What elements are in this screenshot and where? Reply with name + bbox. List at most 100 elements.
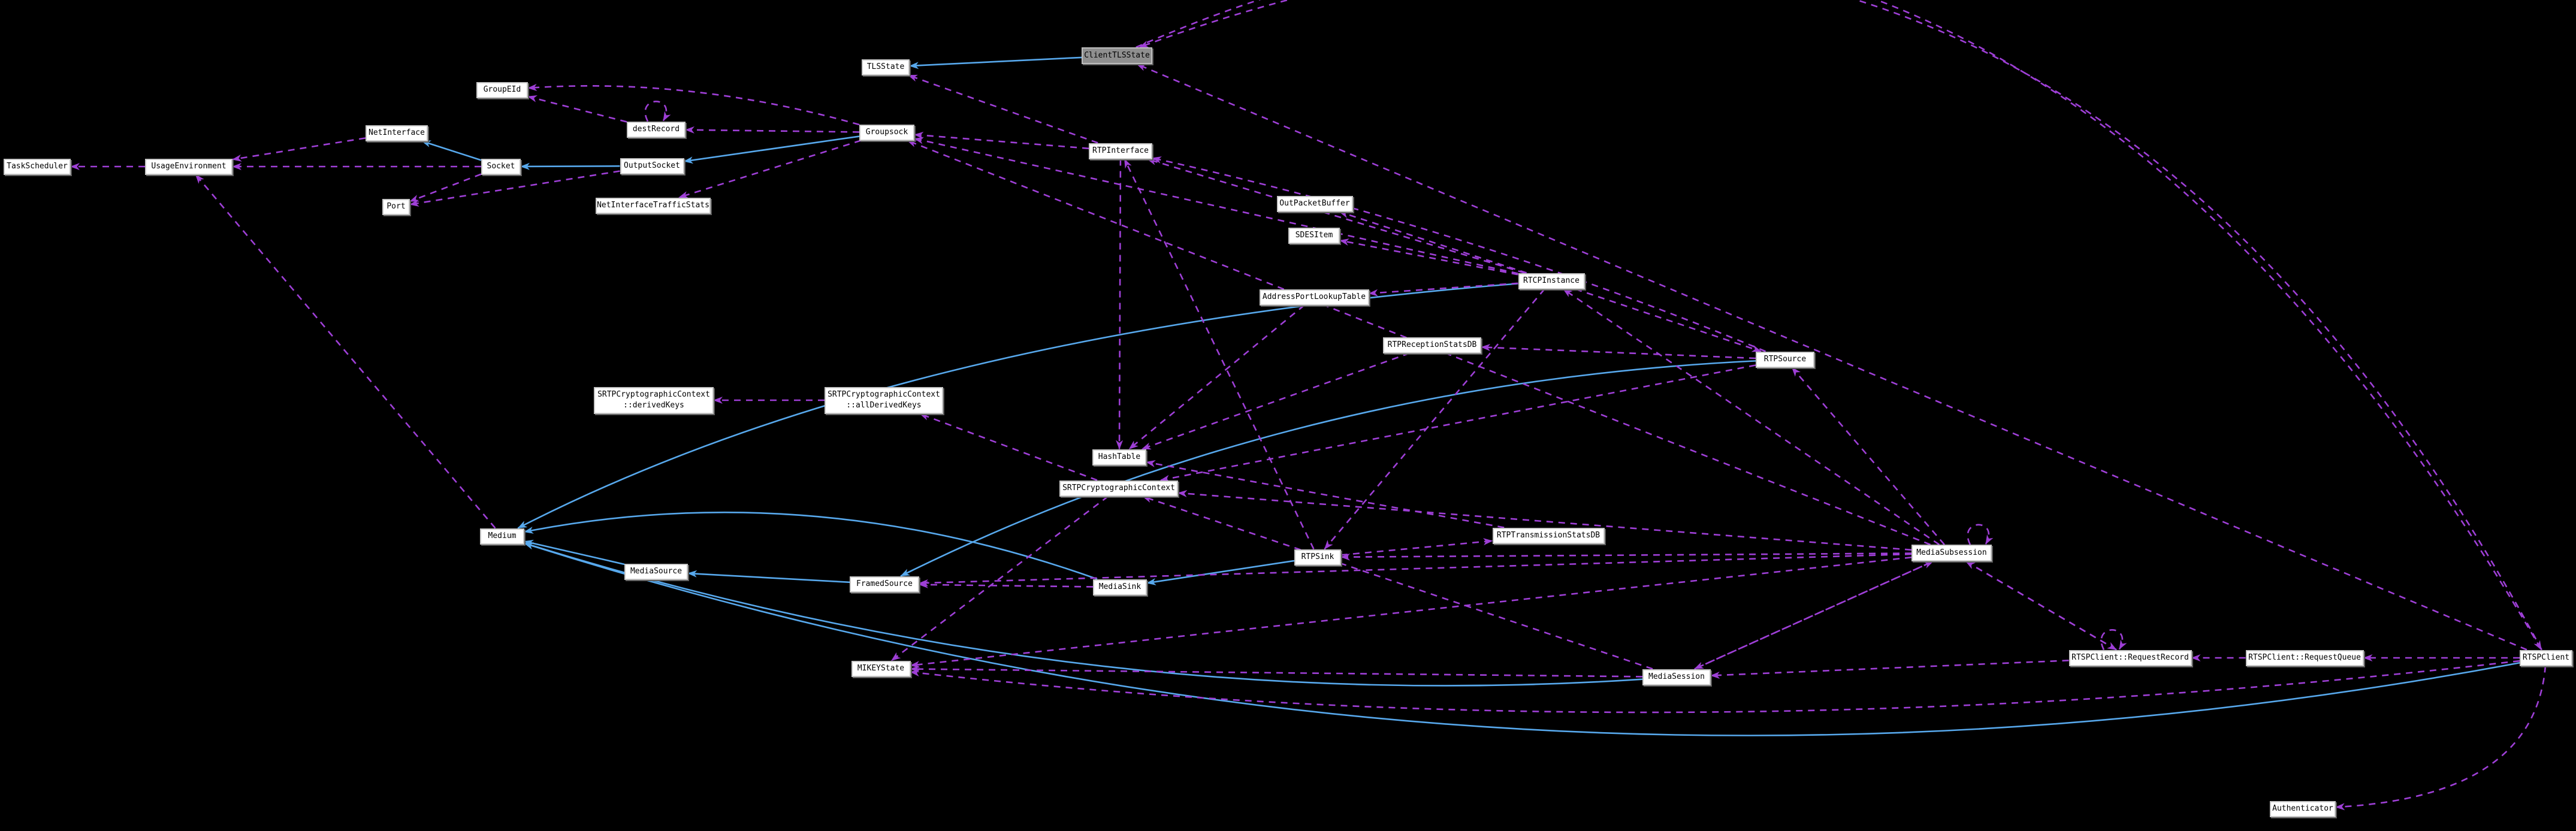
edge-RTCPInstance-to-RTPInterface (1146, 158, 1525, 274)
class-node-FramedSource[interactable]: FramedSource (850, 576, 919, 593)
class-node-MediaSubsession[interactable]: MediaSubsession (1911, 545, 1992, 561)
class-node-GroupEId[interactable]: GroupEId (476, 81, 528, 98)
class-node-label: AddressPortLookupTable (1262, 292, 1366, 301)
class-node-Medium[interactable]: Medium (480, 528, 524, 545)
class-node-RTPTransmissionStatsDB[interactable]: RTPTransmissionStatsDB (1492, 527, 1605, 544)
edge-RTPSink-to-MediaSink (1146, 560, 1295, 585)
edge-destRecord-to-destRecord-self (644, 101, 671, 122)
edge-MediaSubsession-to-MediaSession (1694, 560, 1934, 670)
edge-Groupsock-to-NetInterfaceTrafficStats (678, 140, 862, 198)
class-node-OutPacketBuffer[interactable]: OutPacketBuffer (1276, 195, 1353, 212)
class-node-label: destRecord (632, 125, 680, 134)
edge-RTPSink-to-RTPInterface (1124, 158, 1315, 550)
class-node-ClientTLSState[interactable]: ClientTLSState (1082, 47, 1152, 64)
class-node-label: RTPInterface (1092, 146, 1149, 155)
class-node-label: RTPSink (1301, 552, 1334, 561)
class-node-label: NetInterface (369, 128, 425, 137)
class-node-UsageEnvironment[interactable]: UsageEnvironment (145, 158, 232, 175)
class-node-AddressPortLookupTable[interactable]: AddressPortLookupTable (1259, 289, 1369, 306)
class-node-label: Socket (487, 162, 515, 171)
edge-NetInterface-to-UsageEnvironment (232, 137, 366, 162)
class-node-RTSPClient[interactable]: RTSPClient (2520, 649, 2572, 666)
class-node-label: NetInterfaceTrafficStats (597, 201, 709, 210)
class-node-label: GroupEId (483, 85, 521, 94)
class-node-label: ClientTLSState (1084, 51, 1150, 60)
edge-RequestRecord-to-MediaSession (1710, 660, 2069, 679)
class-node-label: UsageEnvironment (151, 162, 227, 171)
class-node-label: OutPacketBuffer (1279, 199, 1350, 208)
class-node-RTCPInstance[interactable]: RTCPInstance (1518, 273, 1585, 289)
edge-RTPSource-to-RTPReceptionStatsDB (1481, 343, 1756, 359)
class-node-label: ::allDerivedKeys (846, 401, 922, 410)
class-node-SRTPallDerivedKeys[interactable]: SRTPCryptographicContext::allDerivedKeys (825, 386, 943, 414)
class-node-label: RTSPClient::RequestQueue (2248, 653, 2361, 662)
class-node-Groupsock[interactable]: Groupsock (859, 124, 914, 141)
edge-RTSPClient-to-MIKEYState (910, 660, 2520, 714)
edge-MediaSubsession-to-FramedSource (919, 553, 1912, 587)
class-node-MIKEYState[interactable]: MIKEYState (851, 660, 911, 677)
class-node-label: MediaSubsession (1916, 548, 1987, 557)
class-node-NetInterface[interactable]: NetInterface (366, 125, 428, 141)
class-node-RTPSink[interactable]: RTPSink (1294, 549, 1341, 566)
edge-SRTPCryptographicContext-to-SRTPallDerivedKeys (919, 413, 1098, 481)
edge-MediaSubsession-to-Groupsock (907, 140, 1931, 546)
edge-RTSPClient-to-ClientTLSState (1136, 63, 2527, 651)
edge-RTCPInstance-to-Groupsock (914, 137, 1518, 274)
edge-MediaSink-to-FramedSource (919, 581, 1094, 588)
edge-MediaSink-to-Medium (524, 511, 1098, 580)
class-node-HashTable[interactable]: HashTable (1092, 449, 1146, 466)
class-node-label: SRTPCryptographicContext (1062, 484, 1175, 492)
class-node-MediaSession[interactable]: MediaSession (1642, 669, 1711, 685)
edge-OutputSocket-to-Socket (520, 162, 620, 170)
class-node-MediaSource[interactable]: MediaSource (624, 563, 688, 580)
edge-RTPInterface-to-HashTable (1116, 159, 1124, 450)
class-node-MediaSink[interactable]: MediaSink (1093, 579, 1147, 596)
class-node-label: RTPSource (1763, 355, 1807, 364)
class-node-SDESItem[interactable]: SDESItem (1288, 227, 1340, 244)
edge-OutputSocket-to-Port (409, 170, 620, 207)
edge-RTPSource-to-SRTPCryptographicContext (1159, 364, 1756, 482)
class-node-label: ::derivedKeys (623, 401, 684, 410)
class-node-SRTPCryptographicContext[interactable]: SRTPCryptographicContext (1059, 480, 1178, 497)
edge-MediaSession-to-SRTPCryptographicContext (1141, 495, 1653, 670)
edge-Medium-to-UsageEnvironment (195, 174, 496, 529)
class-node-RTPInterface[interactable]: RTPInterface (1089, 143, 1152, 159)
class-node-OutputSocket[interactable]: OutputSocket (620, 158, 684, 174)
edge-RTPInterface-to-TLSState (907, 74, 1098, 144)
class-node-SRTPderivedKeys[interactable]: SRTPCryptographicContext::derivedKeys (594, 386, 714, 414)
class-node-RequestQueue[interactable]: RTSPClient::RequestQueue (2245, 649, 2364, 666)
class-node-Port[interactable]: Port (382, 198, 410, 215)
class-node-Authenticator[interactable]: Authenticator (2270, 800, 2336, 817)
class-node-label: SRTPCryptographicContext (828, 390, 940, 399)
class-node-RequestRecord[interactable]: RTSPClient::RequestRecord (2068, 649, 2192, 666)
class-node-RTPSource[interactable]: RTPSource (1756, 351, 1814, 368)
class-node-TLSState[interactable]: TLSState (862, 59, 910, 75)
edge-RTPSource-to-FramedSource (900, 360, 1756, 577)
class-node-destRecord[interactable]: destRecord (627, 121, 685, 138)
class-node-label: RTSPClient::RequestRecord (2071, 653, 2189, 662)
edge-MediaSubsession-to-MediaSubsession-self (1967, 524, 1994, 545)
edge-Groupsock-to-GroupEId (527, 83, 860, 126)
class-node-RTPReceptionStatsDB[interactable]: RTPReceptionStatsDB (1383, 337, 1481, 353)
edge-RTPInterface-to-Groupsock (914, 131, 1089, 150)
class-node-label: RTCPInstance (1523, 276, 1580, 285)
edge-SRTPCryptographicContext-to-MIKEYState (891, 495, 1109, 661)
edge-RTPSource-to-RTPInterface (1152, 156, 1766, 352)
edge-RequestRecord-to-RequestRecord-self (2100, 629, 2127, 651)
class-node-label: MIKEYState (857, 664, 905, 673)
edge-ClientTLSState-to-RTSPClient (1136, 0, 2542, 651)
class-node-TaskScheduler[interactable]: TaskScheduler (4, 158, 71, 175)
class-node-label: MediaSource (630, 567, 682, 576)
class-node-NetInterfaceTrafficStats[interactable]: NetInterfaceTrafficStats (596, 197, 711, 214)
class-node-label: RTPReceptionStatsDB (1387, 340, 1477, 349)
edge-FramedSource-to-MediaSource (687, 570, 850, 584)
class-node-label: SDESItem (1295, 231, 1333, 240)
edge-RTSPClient-to-ClientTLSState (1138, 0, 2542, 651)
edge-MediaSession-to-MediaSubsession (1694, 560, 1934, 670)
class-node-Socket[interactable]: Socket (481, 158, 521, 175)
edge-destRecord-to-GroupEId (527, 95, 627, 123)
edge-MediaSubsession-to-RTPSource (1791, 367, 1945, 545)
edge-MediaSubsession-to-SRTPCryptographicContext (1177, 489, 1912, 551)
